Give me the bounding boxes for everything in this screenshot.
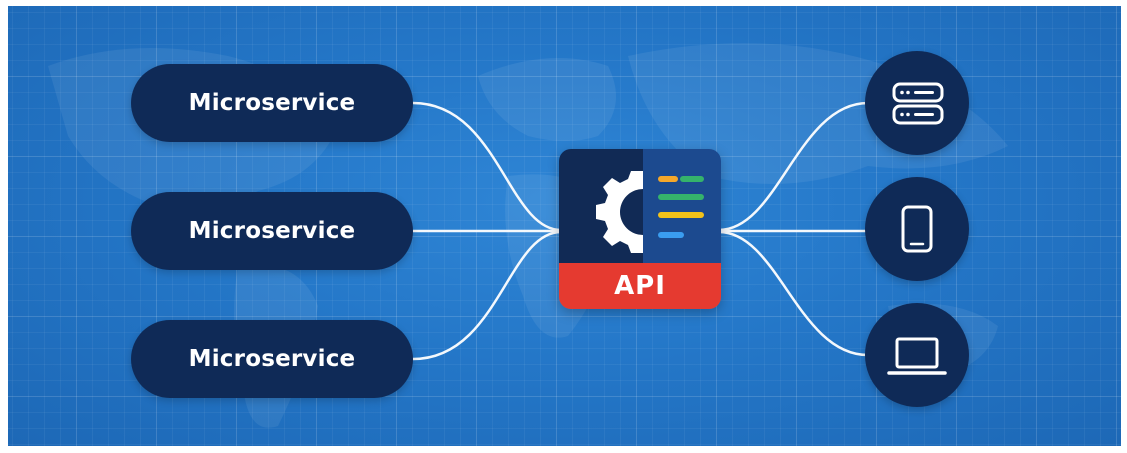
laptop-client-node [865, 303, 969, 407]
diagram-canvas: Microservice Microservice Microservice A… [8, 6, 1121, 446]
laptop-icon [887, 337, 947, 375]
mobile-phone-icon [901, 205, 933, 253]
microservice-label: Microservice [188, 218, 356, 244]
link-api-to-laptop [717, 230, 870, 357]
api-gateway-node: API [559, 149, 721, 309]
link-api-to-server [717, 101, 870, 232]
link-microservice-1-to-api [411, 101, 563, 232]
microservice-label: Microservice [188, 346, 356, 372]
microservice-node-1: Microservice [131, 64, 413, 142]
server-client-node [865, 51, 969, 155]
microservice-node-3: Microservice [131, 320, 413, 398]
microservice-label: Microservice [188, 90, 356, 116]
connection-lines [411, 101, 870, 361]
code-lines-icon [658, 176, 704, 238]
api-label-bar: API [559, 263, 721, 309]
microservice-node-2: Microservice [131, 192, 413, 270]
api-label: API [614, 271, 666, 301]
server-icon [892, 82, 944, 125]
gear-icon [596, 171, 643, 253]
mobile-client-node [865, 177, 969, 281]
api-code-panel [643, 149, 721, 263]
link-microservice-3-to-api [411, 230, 563, 361]
